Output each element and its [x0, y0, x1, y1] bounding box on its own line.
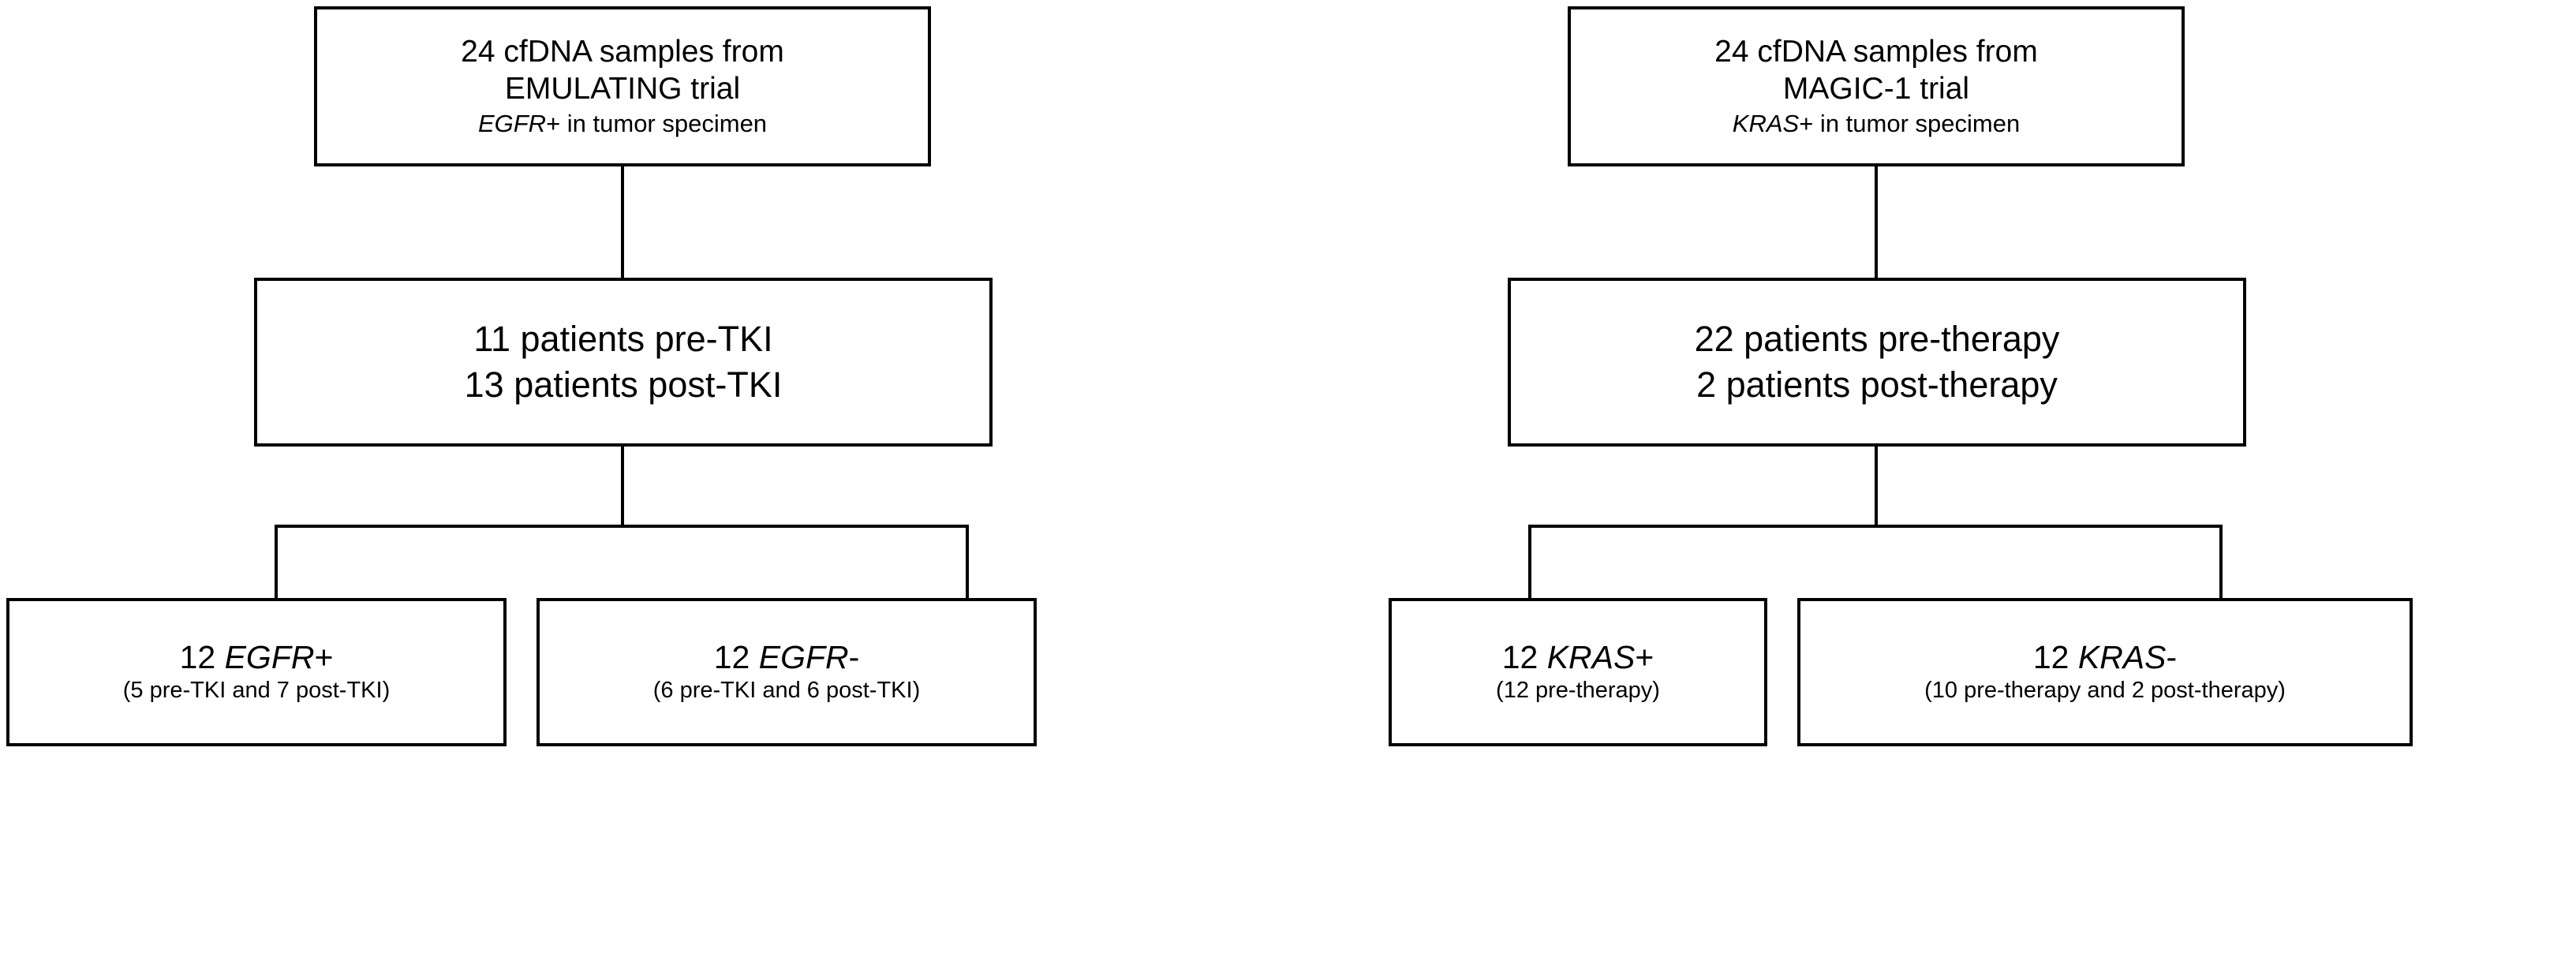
node-emulating-middle-line2: 13 patients post-TKI [464, 364, 783, 405]
leaf-sign: + [1635, 638, 1654, 675]
node-emulating-top-line1: 24 cfDNA samples from [461, 34, 784, 69]
connector-emulating-top-to-middle [621, 164, 624, 279]
node-magic1-top-line2: MAGIC-1 trial [1782, 72, 1970, 107]
node-emulating-top-line3: EGFR+ in tumor specimen [478, 108, 767, 140]
node-magic1-leaf-kras-negative: 12 KRAS- (10 pre-therapy and 2 post-ther… [1797, 598, 2413, 746]
node-emulating-middle: 11 patients pre-TKI 13 patients post-TKI [254, 278, 993, 447]
gene-name-egfr: EGFR [224, 638, 315, 675]
node-magic1-leaf-kras-positive-detail: (12 pre-therapy) [1496, 678, 1660, 704]
leaf-count: 12 [713, 638, 750, 675]
connector-magic1-branch-to-leaf-right [2219, 525, 2223, 600]
connector-emulating-branch-to-leaf-right [966, 525, 969, 600]
node-magic1-middle: 22 patients pre-therapy 2 patients post-… [1508, 278, 2246, 447]
node-magic1-leaf-kras-positive: 12 KRAS+ (12 pre-therapy) [1389, 598, 1767, 746]
node-emulating-leaf-egfr-negative-detail: (6 pre-TKI and 6 post-TKI) [652, 678, 921, 704]
node-emulating-leaf-egfr-positive: 12 EGFR+ (5 pre-TKI and 7 post-TKI) [6, 598, 507, 746]
branch-bar-emulating [275, 525, 969, 528]
leaf-sign: - [848, 638, 860, 675]
gene-name-egfr: EGFR [477, 109, 547, 137]
leaf-count: 12 [1501, 638, 1538, 675]
node-magic1-top-line3-rest: + in tumor specimen [1799, 109, 2021, 137]
gene-name-egfr: EGFR [758, 638, 849, 675]
leaf-sign: + [314, 638, 334, 675]
gene-name-kras: KRAS [2077, 638, 2167, 675]
leaf-count: 12 [2032, 638, 2069, 675]
node-emulating-leaf-egfr-positive-title: 12 EGFR+ [180, 638, 334, 676]
node-magic1-top-line1: 24 cfDNA samples from [1714, 34, 2038, 69]
node-magic1-leaf-kras-negative-detail: (10 pre-therapy and 2 post-therapy) [1924, 678, 2286, 704]
node-magic1-leaf-kras-negative-title: 12 KRAS- [2033, 638, 2177, 676]
node-magic1-top-line3: KRAS+ in tumor specimen [1733, 108, 2020, 140]
connector-magic1-top-to-middle [1875, 164, 1878, 279]
node-emulating-top: 24 cfDNA samples from EMULATING trial EG… [314, 6, 931, 166]
connector-magic1-branch-to-leaf-left [1528, 525, 1531, 600]
connector-emulating-branch-to-leaf-left [275, 525, 278, 600]
connector-emulating-middle-to-branch [621, 444, 624, 528]
branch-bar-magic1 [1528, 525, 2223, 528]
gene-name-kras: KRAS [1732, 109, 1800, 137]
node-magic1-middle-line1: 22 patients pre-therapy [1694, 318, 2060, 359]
node-emulating-leaf-egfr-positive-detail: (5 pre-TKI and 7 post-TKI) [122, 678, 391, 704]
node-emulating-top-line3-rest: + in tumor specimen [546, 109, 768, 137]
gene-name-kras: KRAS [1546, 638, 1636, 675]
node-emulating-leaf-egfr-negative: 12 EGFR- (6 pre-TKI and 6 post-TKI) [537, 598, 1037, 746]
connector-magic1-middle-to-branch [1875, 444, 1878, 528]
node-magic1-top: 24 cfDNA samples from MAGIC-1 trial KRAS… [1568, 6, 2185, 166]
node-magic1-middle-line2: 2 patients post-therapy [1696, 364, 2058, 405]
leaf-count: 12 [179, 638, 216, 675]
node-emulating-top-line2: EMULATING trial [504, 72, 741, 107]
node-emulating-leaf-egfr-negative-title: 12 EGFR- [714, 638, 860, 676]
node-magic1-leaf-kras-positive-title: 12 KRAS+ [1502, 638, 1654, 676]
leaf-sign: - [2166, 638, 2178, 675]
node-emulating-middle-line1: 11 patients pre-TKI [473, 318, 773, 359]
